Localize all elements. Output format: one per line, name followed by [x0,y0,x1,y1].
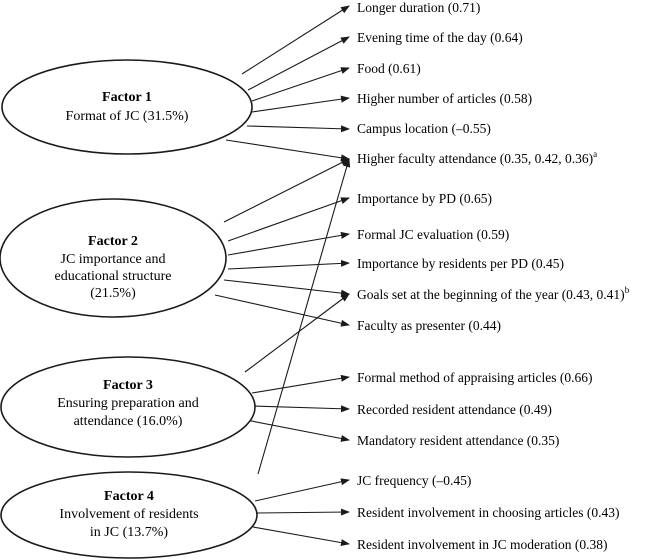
item-label-9-superscript: b [625,285,630,295]
arrow-f2-i8 [227,259,350,270]
item-label-4: Campus location (–0.55) [357,121,491,136]
arrow-f1-i3 [251,95,350,113]
factor-1-line-1: Format of JC (31.5%) [66,109,189,124]
arrow-f2-i6 [227,197,350,242]
item-label-5-superscript: a [593,149,597,159]
item-label-6: Importance by PD (0.65) [357,191,492,206]
factor-3-line-1: Ensuring preparation and [57,396,199,411]
factor-2-node: Factor 2 JC importance and educational s… [0,198,227,318]
factor-2-line-2: educational structure [54,269,171,284]
item-label-13: Mandatory resident attendance (0.35) [357,433,559,448]
factor-2-line-1: JC importance and [61,252,166,267]
arrow-f1-i4 [246,125,350,133]
arrow-f3-i9 [244,293,350,373]
arrow-f2-i10 [214,294,350,327]
item-label-5-text: Higher faculty attendance (0.35, 0.42, 0… [357,151,593,166]
factor-4-line-1: Involvement of residents [59,507,198,522]
arrow-f2-i9 [223,279,350,297]
item-label-5: Higher faculty attendance (0.35, 0.42, 0… [357,149,597,166]
arrow-f3-i12 [251,405,350,413]
item-label-16: Resident involvement in JC moderation (0… [357,537,607,552]
factor-2-ellipse [0,198,227,318]
arrow-f1-i1 [247,36,350,91]
item-label-10: Faculty as presenter (0.44) [357,318,501,333]
item-label-3: Higher number of articles (0.58) [357,91,532,106]
arrow-f2-i5 [223,158,350,223]
item-label-1: Evening time of the day (0.64) [357,30,523,45]
factor-4-ellipse [0,471,258,559]
item-labels: Longer duration (0.71) Evening time of t… [357,0,630,552]
factor-2-line-3: (21.5%) [90,286,136,301]
item-label-11: Formal method of appraising articles (0.… [357,370,592,385]
item-label-9: Goals set at the beginning of the year (… [357,285,630,302]
arrow-f1-i5 [225,139,350,162]
item-label-9-text: Goals set at the beginning of the year (… [357,287,625,302]
factor-2-title: Factor 2 [88,234,138,249]
factor-3-line-2: attendance (16.0%) [74,414,183,429]
arrow-f2-i7 [227,231,350,256]
arrow-f3-i11 [251,374,350,394]
item-label-8: Importance by residents per PD (0.45) [357,256,564,271]
item-label-14: JC frequency (–0.45) [357,473,471,488]
factor-3-node: Factor 3 Ensuring preparation and attend… [0,356,256,458]
arrow-f4-i16 [252,526,350,547]
factor-4-node: Factor 4 Involvement of residents in JC … [0,471,258,559]
factor-4-line-2: in JC (13.7%) [90,525,169,540]
arrow-f4-i15 [256,508,350,516]
item-label-2: Food (0.61) [357,61,421,76]
arrow-f4-i14 [254,478,350,502]
factor-3-title: Factor 3 [103,378,153,393]
factor-4-title: Factor 4 [104,489,154,504]
item-label-12: Recorded resident attendance (0.49) [357,402,552,417]
arrow-f4-i5 [257,158,351,475]
factor-1-title: Factor 1 [102,90,152,105]
arrow-f3-i13 [245,419,350,442]
arrow-f1-i2 [251,67,350,102]
factor-3-ellipse [0,356,256,458]
item-label-7: Formal JC evaluation (0.59) [357,227,509,242]
arrow-group [214,5,351,547]
item-label-0: Longer duration (0.71) [357,0,480,15]
factor-1-node: Factor 1 Format of JC (31.5%) [1,59,253,155]
arrow-f1-i0 [241,5,350,75]
item-label-15: Resident involvement in choosing article… [357,505,619,520]
factor-1-ellipse [1,59,253,155]
